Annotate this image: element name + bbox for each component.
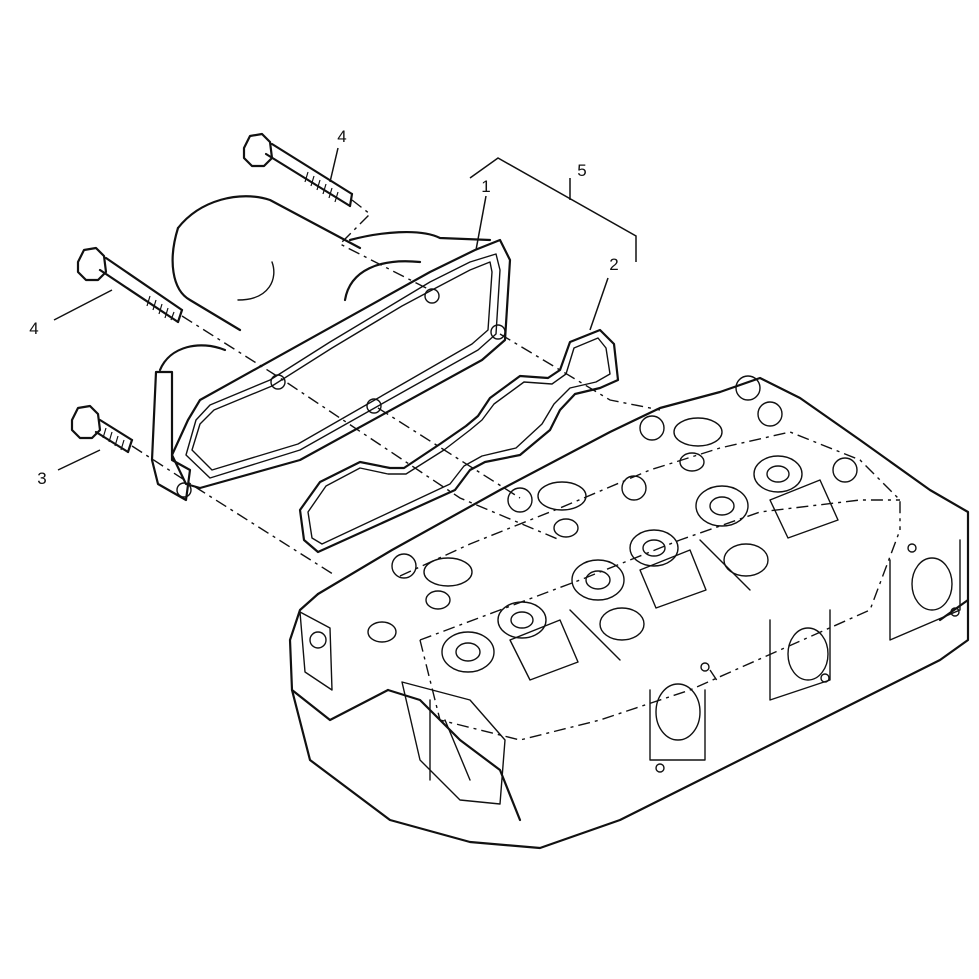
callout-1: 1 [481,177,490,196]
callout-2: 2 [609,255,618,274]
callout-4-lower: 4 [29,319,38,338]
manifold-gasket [298,328,620,554]
callout-5: 5 [577,161,586,180]
stud-bosses [391,375,858,579]
leader-lines [53,147,637,471]
valve-seats [367,417,803,673]
bolt-short [70,404,134,454]
callout-4-upper: 4 [337,127,346,146]
callout-3: 3 [37,469,46,488]
bolt-middle [76,246,184,324]
assembly-centerlines [131,199,719,683]
bolt-upper [242,132,354,208]
intake-manifold [150,195,512,502]
cylinder-head [288,375,970,850]
rocker-arms [509,479,839,681]
